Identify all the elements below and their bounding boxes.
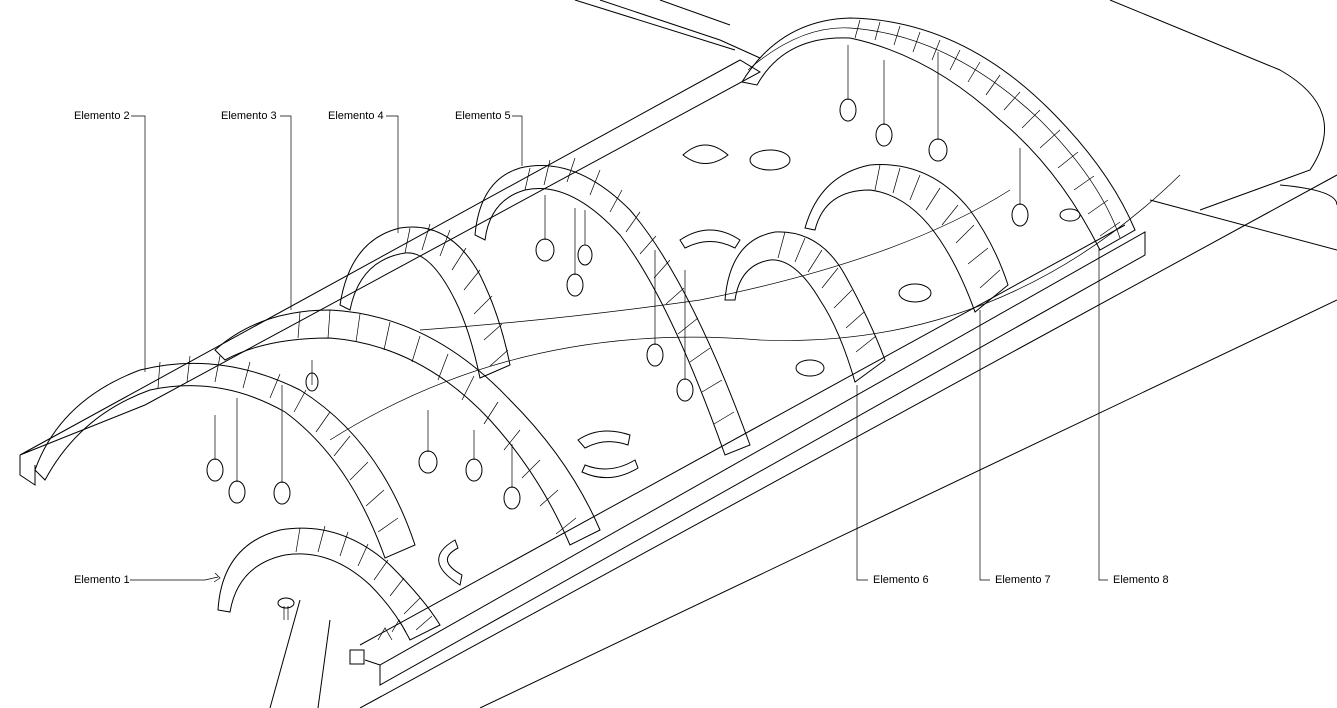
floor-furniture — [277, 144, 1081, 620]
label-elemento-1: Elemento 1 — [74, 574, 130, 586]
arch-elemento-1 — [217, 525, 441, 665]
label-elemento-6: Elemento 6 — [873, 574, 929, 586]
arch-elemento-7 — [804, 164, 1009, 313]
label-elemento-7: Elemento 7 — [995, 574, 1051, 586]
arch-elemento-8 — [741, 17, 1136, 251]
arch-elemento-6 — [724, 231, 886, 383]
arch-elemento-3 — [214, 309, 601, 546]
label-elemento-4: Elemento 4 — [328, 110, 384, 122]
label-elemento-5: Elemento 5 — [455, 110, 511, 122]
leader-lines — [130, 115, 1108, 583]
arch-elemento-4 — [339, 223, 511, 379]
arch-elemento-2 — [34, 355, 416, 559]
arch-elemento-5 — [474, 157, 751, 456]
site-outline — [269, 0, 1337, 708]
label-elemento-2: Elemento 2 — [74, 110, 130, 122]
hanging-lamps — [206, 45, 1029, 510]
label-elemento-3: Elemento 3 — [221, 110, 277, 122]
label-elemento-8: Elemento 8 — [1113, 574, 1169, 586]
deck-platform — [19, 59, 1181, 686]
